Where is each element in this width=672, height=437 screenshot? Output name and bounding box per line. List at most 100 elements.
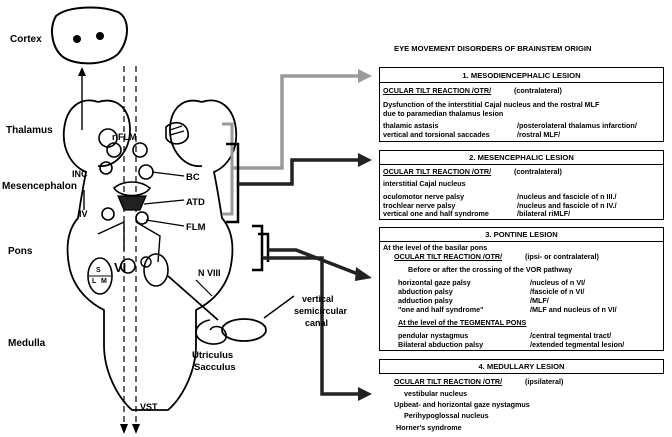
- pontine-tract-right: [135, 221, 161, 263]
- box3-r3-left: adduction palsy: [398, 296, 453, 305]
- box4-otr-side: (ipsilateral): [525, 377, 564, 386]
- arrowhead-3: [355, 267, 372, 281]
- label-semicircular: semicircular: [294, 306, 348, 316]
- abducens-right: [140, 256, 152, 268]
- brainstem-outline: [62, 99, 238, 411]
- box1-otr-side: (contralateral): [514, 86, 562, 95]
- box2-r2-left: trochlear nerve palsy: [383, 201, 456, 210]
- arrow-1: [232, 74, 358, 170]
- diagram-title: EYE MOVEMENT DISORDERS OF BRAINSTEM ORIG…: [394, 44, 592, 53]
- lesion-box-2: 2. MESENCEPHALIC LESION OCULAR TILT REAC…: [379, 150, 664, 220]
- vestibular-nuclei-left: [87, 257, 113, 295]
- arrowhead-4: [358, 387, 372, 401]
- box3-vor: Before or after the crossing of the VOR …: [408, 265, 573, 274]
- arrow-2: [238, 158, 358, 186]
- box2-r1-right: /nucleus and fascicle of n III./: [517, 192, 617, 201]
- thalamus-right-nucleus: [165, 121, 189, 145]
- cortex-shape: [51, 6, 128, 65]
- cortex-dot: [73, 35, 81, 43]
- bracket-1: [222, 122, 234, 216]
- n8-pointer: [195, 279, 213, 297]
- riflm-right: [132, 142, 148, 158]
- box2-r3-left: vertical one and half syndrome: [383, 209, 489, 218]
- ascending-arrowhead: [78, 67, 86, 76]
- cortex-dot: [96, 32, 104, 40]
- label-atd: ATD: [186, 197, 205, 208]
- vst-arrowhead: [132, 424, 140, 434]
- bc-pointer: [151, 171, 185, 177]
- atd-nucleus: [117, 195, 147, 211]
- box3-r4-left: "one and half syndrome": [398, 305, 484, 314]
- box1-r2-right: /rostral MLF/: [517, 130, 561, 139]
- utriculus-sacculus: [195, 319, 227, 345]
- riflm-left: [106, 142, 122, 158]
- trochlear-right: [135, 211, 149, 225]
- label-riflm: riFLM: [112, 132, 137, 142]
- box3-level1: At the level of the basilar pons: [383, 243, 488, 252]
- box2-r2-right: /nucleus and fascicle of n IV./: [517, 201, 617, 210]
- abducens-left: [120, 258, 136, 274]
- arrowhead-1: [358, 69, 372, 83]
- label-vi: VI: [114, 260, 126, 275]
- box2-r1-left: oculomotor nerve palsy: [383, 192, 465, 201]
- box3-otr: OCULAR TILT REACTION /OTR/: [394, 252, 503, 261]
- bc-circle: [138, 164, 154, 180]
- label-mesencephalon: Mesencephalon: [2, 181, 77, 192]
- label-sacculus: Sacculus: [194, 362, 236, 373]
- arrow-3: [268, 248, 359, 276]
- label-medulla: Medulla: [8, 338, 46, 349]
- vestibular-nuclei-right: [143, 253, 169, 287]
- box4-l3: Perihypoglossal nucleus: [404, 411, 489, 420]
- thalamus-right-hatch: [169, 125, 185, 136]
- box3-r2-left: abduction palsy: [398, 287, 453, 296]
- lesion-box-3: 3. PONTINE LESION At the level of the ba…: [379, 227, 664, 351]
- label-inc: INC: [72, 169, 88, 179]
- box3-r1-left: horizontal gaze palsy: [398, 278, 471, 287]
- arrow-4: [262, 256, 358, 396]
- label-pons: Pons: [8, 246, 33, 257]
- canal-pointer: [263, 295, 295, 319]
- box3-r2-right: /fascicle of n VI/: [530, 287, 585, 296]
- pontine-tract-left: [97, 220, 125, 250]
- box3-r6-right: /extended tegmental lesion/: [530, 340, 625, 349]
- label-l: L: [92, 278, 97, 285]
- box2-otr: OCULAR TILT REACTION /OTR/: [383, 167, 492, 176]
- box2-header: 2. MESENCEPHALIC LESION: [469, 153, 574, 162]
- box2-line1: interstitial Cajal nucleus: [383, 179, 466, 188]
- box3-r4-right: /MLF and nucleus of n VI/: [530, 305, 617, 314]
- box3-otr-side: (ipsi- or contralateral): [525, 252, 599, 261]
- oculomotor-nucleus: [112, 181, 152, 197]
- box3-r6-left: Bilateral abduction palsy: [398, 340, 484, 349]
- box3-level2: At the level of the TEGMENTAL PONS: [398, 318, 527, 327]
- box3-r5-left: pendular nystagmus: [398, 331, 469, 340]
- box1-r1-right: /posterolateral thalamus infarction/: [517, 121, 637, 130]
- box4-l2: Upbeat- and horizontal gaze nystagmus: [394, 400, 530, 409]
- box3-r1-right: /nucleus of n VI/: [530, 278, 586, 287]
- box2-header-rule: [380, 164, 663, 165]
- label-utriculus: Utriculus: [192, 350, 233, 361]
- box2-r3-right: /bilateral riMLF/: [517, 209, 571, 218]
- vst-arrowhead: [120, 424, 128, 434]
- lesion-box-4-header: 4. MEDULLARY LESION: [379, 359, 664, 374]
- inc-left: [99, 161, 113, 175]
- box3-r3-right: /MLF/: [530, 296, 549, 305]
- label-thalamus: Thalamus: [6, 125, 53, 136]
- box2-otr-side: (contralateral): [514, 167, 562, 176]
- box1-header-rule: [380, 82, 663, 83]
- lesion-box-1: 1. MESODIENCEPHALIC LESION OCULAR TILT R…: [379, 67, 664, 142]
- label-flm: FLM: [186, 222, 206, 233]
- atd-pointer: [143, 199, 185, 205]
- semicircular-canal: [221, 318, 267, 342]
- bracket-3: [252, 224, 264, 272]
- box3-header: 3. PONTINE LESION: [485, 230, 558, 239]
- box4-l1: vestibular nucleus: [404, 389, 468, 398]
- label-canal: canal: [305, 318, 328, 328]
- flm-pointer: [145, 219, 185, 227]
- box3-r5-right: /central tegmental tract/: [530, 331, 612, 340]
- box4-otr: OCULAR TILT REACTION /OTR/: [394, 377, 503, 386]
- label-n8: N VIII: [198, 268, 221, 278]
- label-bc: BC: [186, 172, 200, 183]
- label-s: S: [96, 267, 101, 274]
- label-m: M: [101, 278, 107, 285]
